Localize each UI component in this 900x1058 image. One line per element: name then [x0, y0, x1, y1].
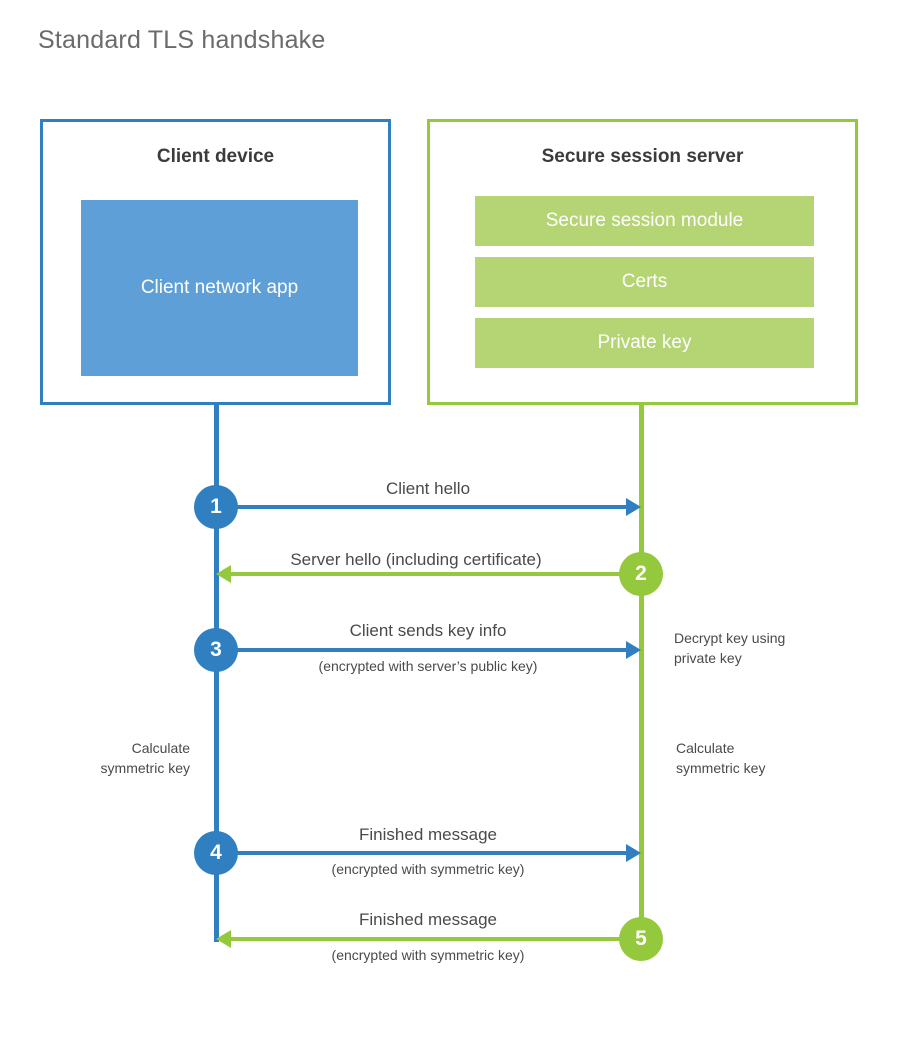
step-4-sublabel: (encrypted with symmetric key)	[331, 861, 525, 877]
step-1-label: Client hello	[385, 479, 471, 498]
client-calculate-symmetric-key-line2: symmetric key	[100, 760, 190, 777]
secure-session-server-box: Secure session server Secure session mod…	[427, 119, 858, 405]
client-network-app-label: Client network app	[140, 277, 299, 299]
client-device-title: Client device	[156, 146, 275, 167]
step-5-arrow-line	[231, 937, 641, 941]
step-2-arrow-head-icon	[216, 565, 231, 583]
server-calculate-symmetric-key-line2: symmetric key	[676, 760, 766, 777]
step-3-label: Client sends key info	[349, 621, 507, 640]
step-4-marker: 4	[194, 831, 238, 875]
step-5-arrow-head-icon	[216, 930, 231, 948]
server-calculate-symmetric-key-note: Calculate symmetric key	[676, 738, 856, 779]
client-device-box: Client device Client network app	[40, 119, 391, 405]
step-4-arrow-line	[216, 851, 627, 855]
server-component-secure-session-module: Secure session module	[475, 196, 814, 246]
step-3-sublabel: (encrypted with server’s public key)	[318, 658, 538, 674]
step-3-arrow-line	[216, 648, 627, 652]
step-4-arrow-head-icon	[626, 844, 641, 862]
step-4-label: Finished message	[359, 825, 497, 844]
server-calculate-symmetric-key-line1: Calculate	[676, 740, 735, 756]
server-decrypt-key-note-line1: Decrypt key using	[674, 630, 786, 646]
server-component-certs: Certs	[475, 257, 814, 307]
secure-session-server-title: Secure session server	[541, 146, 744, 167]
step-5-marker: 5	[619, 917, 663, 961]
client-calculate-symmetric-key-line1: Calculate	[131, 740, 190, 756]
server-lifeline	[639, 405, 644, 939]
server-decrypt-key-note: Decrypt key using private key	[674, 628, 854, 669]
step-5-sublabel: (encrypted with symmetric key)	[331, 947, 525, 963]
step-5-label: Finished message	[359, 910, 497, 929]
step-2-arrow-line	[231, 572, 641, 576]
step-2-marker: 2	[619, 552, 663, 596]
server-component-private-key: Private key	[475, 318, 814, 368]
step-3-marker: 3	[194, 628, 238, 672]
step-1-marker: 1	[194, 485, 238, 529]
page-title: Standard TLS handshake	[38, 26, 326, 54]
step-2-label: Server hello (including certificate)	[290, 550, 542, 569]
step-3-arrow-head-icon	[626, 641, 641, 659]
client-network-app-block: Client network app	[81, 200, 358, 376]
step-1-arrow-line	[216, 505, 627, 509]
server-decrypt-key-note-line2: private key	[674, 650, 742, 667]
client-calculate-symmetric-key-note: Calculate symmetric key	[20, 738, 190, 779]
client-lifeline	[214, 405, 219, 942]
step-1-arrow-head-icon	[626, 498, 641, 516]
server-component-list: Secure session module Certs Private key	[475, 196, 814, 368]
